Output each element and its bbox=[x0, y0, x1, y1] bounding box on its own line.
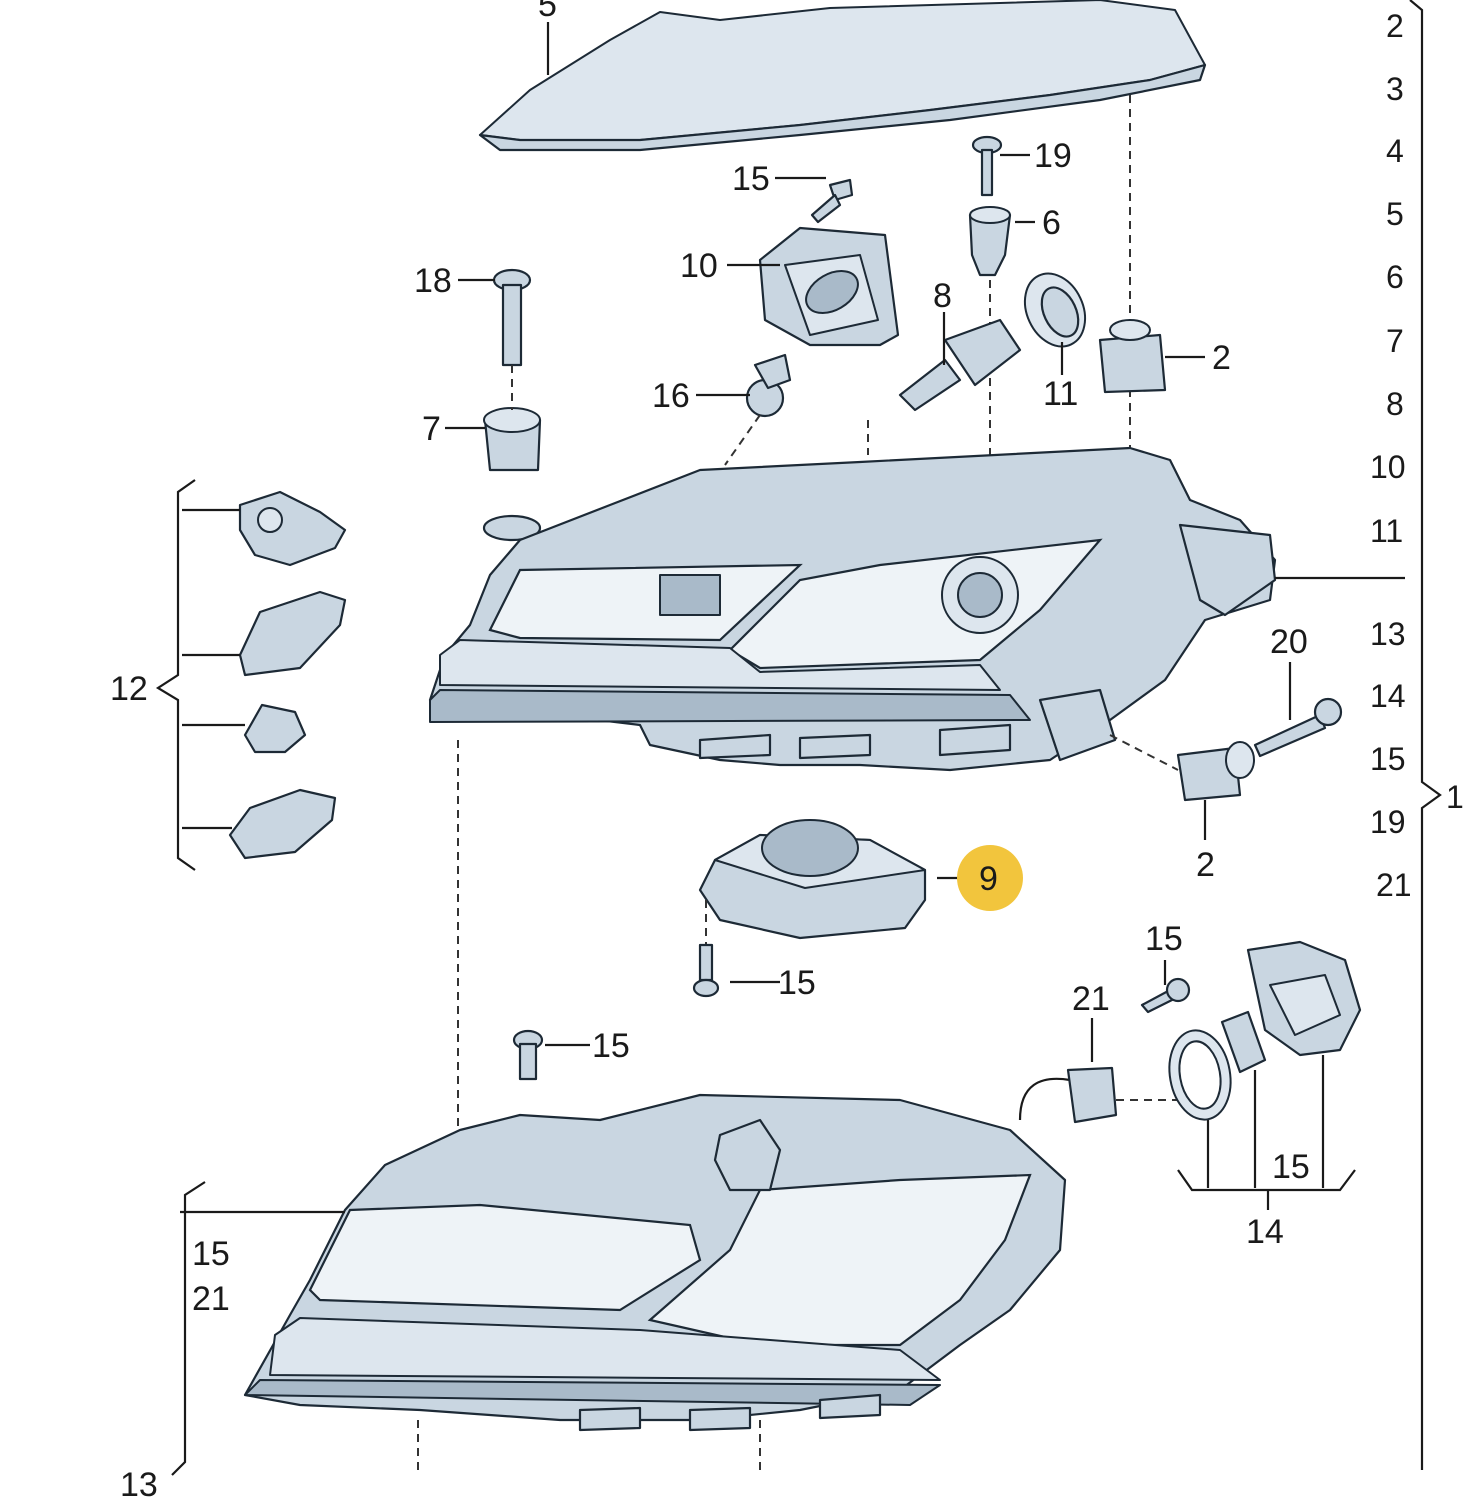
side-item: 15 bbox=[1370, 741, 1406, 777]
callout-19: 19 bbox=[1034, 137, 1072, 175]
callout-15-e: 15 bbox=[1272, 1148, 1310, 1186]
trim-strip-part bbox=[478, 0, 1207, 455]
callout-13-bottom: 13 bbox=[120, 1466, 158, 1500]
clip-6-part bbox=[968, 206, 1012, 455]
cover-10-part bbox=[758, 226, 900, 347]
side-item: 13 bbox=[1370, 616, 1406, 652]
side-group-label: 1 bbox=[1446, 779, 1463, 815]
lower-housing-part bbox=[243, 1093, 1067, 1432]
callout-2-a: 2 bbox=[1212, 339, 1231, 377]
callout-15-d: 15 bbox=[592, 1027, 630, 1065]
connector-21-part bbox=[1018, 1066, 1180, 1124]
highlight-marker bbox=[957, 845, 1023, 911]
callout-16: 16 bbox=[652, 377, 690, 415]
side-parts-list: 2 3 4 5 6 7 8 10 11 13 14 15 19 21 1 bbox=[1370, 8, 1463, 903]
bulb-8-part bbox=[867, 318, 1022, 455]
clip-2-top-part bbox=[1098, 319, 1167, 394]
group-14-parts bbox=[1140, 940, 1362, 1121]
side-item: 2 bbox=[1386, 8, 1404, 44]
callout-21: 21 bbox=[1072, 980, 1110, 1018]
brackets bbox=[155, 0, 1442, 1476]
side-item: 19 bbox=[1370, 804, 1406, 840]
side-item: 5 bbox=[1386, 196, 1404, 232]
callout-20: 20 bbox=[1270, 623, 1308, 661]
bolt-18-part bbox=[492, 268, 532, 367]
callout-9: 9 bbox=[979, 860, 998, 898]
clip-2-lower-part bbox=[1109, 734, 1255, 802]
callout-2-b: 2 bbox=[1196, 846, 1215, 884]
screw-15-lower-left-part bbox=[512, 1029, 544, 1081]
side-item: 21 bbox=[1376, 867, 1412, 903]
ring-11-part bbox=[1023, 272, 1087, 348]
side-item: 4 bbox=[1386, 133, 1404, 169]
control-unit-9-part bbox=[698, 819, 927, 945]
clip-group-12-parts bbox=[228, 490, 347, 860]
screw-15-top-part bbox=[810, 178, 854, 224]
callout-6: 6 bbox=[1042, 204, 1061, 242]
callout-15-b: 15 bbox=[778, 964, 816, 1002]
alignment-lines bbox=[417, 740, 761, 1475]
callout-15-f: 15 bbox=[192, 1235, 230, 1273]
callout-11: 11 bbox=[1043, 375, 1078, 413]
side-item: 8 bbox=[1386, 386, 1404, 422]
callout-labels: 5 19 15 6 10 18 8 2 16 11 7 12 20 2 9 15… bbox=[110, 0, 1310, 1500]
callout-10: 10 bbox=[680, 247, 718, 285]
adjuster-7-part bbox=[482, 365, 542, 542]
side-item: 11 bbox=[1370, 513, 1403, 549]
headlight-housing-part bbox=[428, 446, 1277, 772]
screw-19-part bbox=[971, 135, 1003, 197]
callout-5: 5 bbox=[538, 0, 557, 24]
callout-15-c: 15 bbox=[1145, 920, 1183, 958]
callout-8: 8 bbox=[933, 277, 952, 315]
bulb-16-part bbox=[724, 353, 792, 466]
screw-15-mid-part bbox=[692, 943, 720, 998]
side-item: 14 bbox=[1370, 678, 1406, 714]
callout-21-b: 21 bbox=[192, 1280, 230, 1318]
callout-14: 14 bbox=[1246, 1213, 1284, 1251]
callout-15-a: 15 bbox=[732, 160, 770, 198]
side-item: 10 bbox=[1370, 449, 1406, 485]
side-item: 6 bbox=[1386, 259, 1404, 295]
callout-18: 18 bbox=[414, 262, 452, 300]
leader-lines bbox=[180, 22, 1405, 1214]
callout-12: 12 bbox=[110, 670, 148, 708]
callout-7: 7 bbox=[422, 410, 441, 448]
screw-20-part bbox=[1253, 697, 1343, 758]
side-item: 3 bbox=[1386, 71, 1404, 107]
side-item: 7 bbox=[1386, 323, 1404, 359]
